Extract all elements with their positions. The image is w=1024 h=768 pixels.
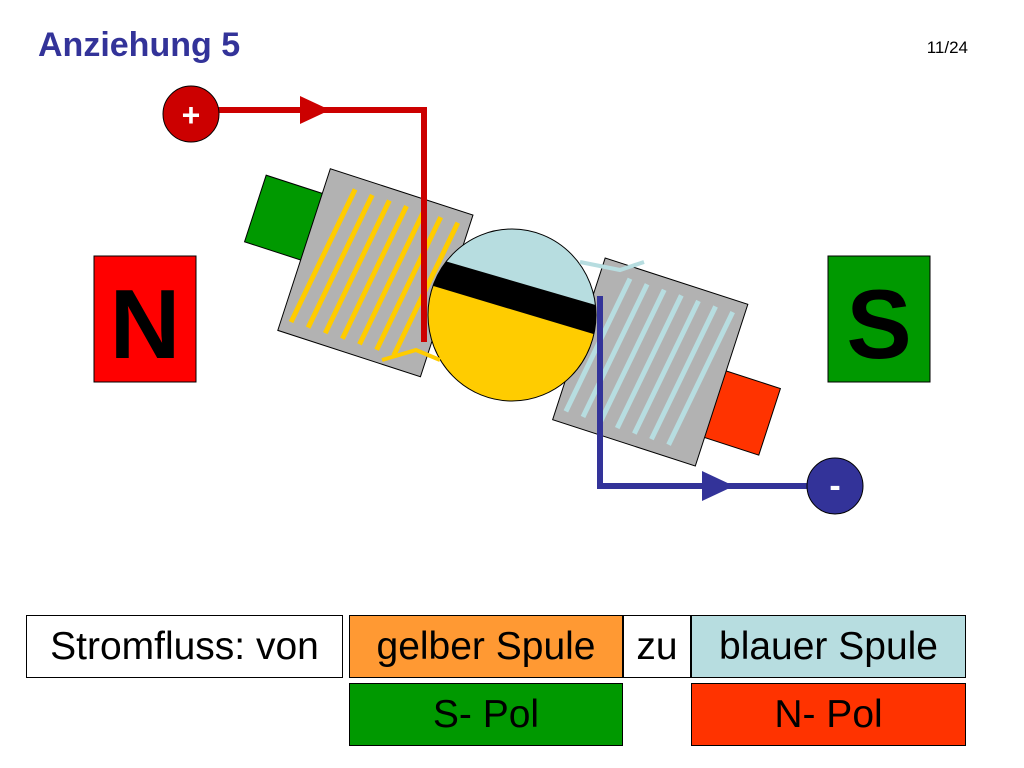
from-coil-cell: gelber Spule [349,615,623,678]
south-pole-cell: S- Pol [349,683,623,746]
page-number: 11/24 [926,38,968,57]
positive-terminal-label: + [182,97,201,133]
positive-terminal: + [162,85,220,143]
north-pole-cell: N- Pol [691,683,966,746]
north-magnet [93,255,197,383]
north-magnet-label: N [110,269,181,379]
negative-wire [597,296,812,501]
south-magnet [827,255,931,383]
slide-title: Anziehung 5 [38,26,241,64]
to-coil-cell: blauer Spule [691,615,966,678]
connector-cell: zu [623,615,691,678]
current-flow-label: Stromfluss: von [26,615,343,678]
positive-wire [215,96,427,342]
south-magnet-label: S [846,269,911,379]
negative-terminal-label: - [829,467,840,505]
negative-terminal: - [806,457,864,515]
commutator [381,228,645,402]
